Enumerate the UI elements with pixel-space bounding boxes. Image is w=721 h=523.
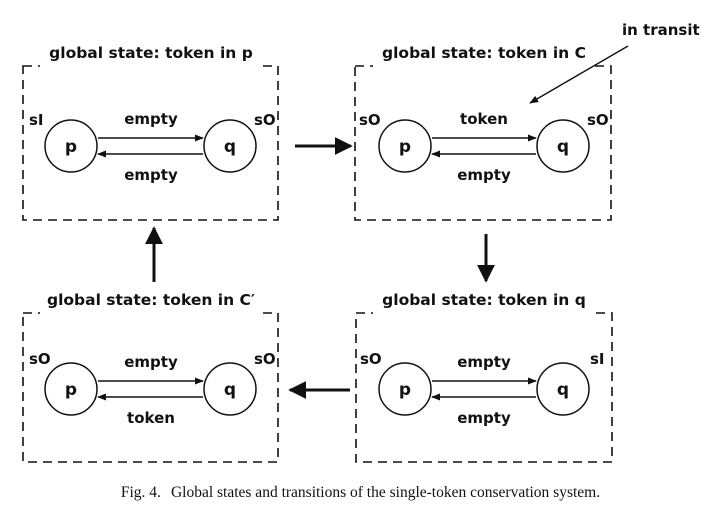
state-p: sO [359, 111, 381, 129]
node-q [203, 119, 257, 173]
node-p [44, 362, 98, 416]
channel-q-to-p-label: token [127, 409, 175, 427]
state-q: sO [587, 111, 609, 129]
state-q: sI [590, 350, 605, 368]
channel-p-to-q-label: empty [124, 110, 178, 128]
node-p [44, 119, 98, 173]
node-q [536, 119, 590, 173]
figure-number: Fig. 4. [120, 484, 161, 501]
node-p [378, 119, 432, 173]
node-q-label: q [224, 137, 236, 157]
node-p-label: p [65, 137, 77, 157]
channel-q-to-p-label: empty [124, 166, 178, 184]
figure-caption: Fig. 4. Global states and transitions of … [0, 484, 721, 502]
channel-q-to-p-label: empty [457, 409, 511, 427]
channel-q-to-p-label: empty [457, 166, 511, 184]
state-q: sO [254, 350, 276, 368]
node-p [378, 362, 432, 416]
channel-p-to-q-label: empty [457, 353, 511, 371]
node-q-label: q [557, 380, 569, 400]
panel-token-in-p: global state: token in p p q empty empty… [22, 42, 279, 221]
node-p-label: p [399, 380, 411, 400]
node-p-label: p [65, 380, 77, 400]
panel-title: global state: token in C [382, 44, 586, 62]
panel-token-in-c-prime: global state: token in C′ p q empty toke… [22, 289, 279, 463]
state-q: sO [254, 111, 276, 129]
panel-title: global state: token in C′ [47, 291, 255, 309]
caption-text: Global states and transitions of the sin… [170, 484, 601, 501]
panel-title: global state: token in q [382, 291, 586, 309]
state-p: sO [360, 350, 382, 368]
node-q [536, 362, 590, 416]
in-transit-pointer [529, 45, 629, 104]
panel-title: global state: token in p [49, 44, 253, 62]
node-q-label: q [224, 380, 236, 400]
panel-token-in-c: global state: token in C p q token empty… [354, 42, 612, 221]
node-p-label: p [399, 137, 411, 157]
state-p: sI [29, 111, 44, 129]
panel-token-in-q: global state: token in q p q empty empty… [355, 289, 613, 463]
node-q-label: q [557, 137, 569, 157]
in-transit-annotation: in transit [622, 21, 700, 39]
state-p: sO [29, 350, 51, 368]
channel-p-to-q-label: token [460, 110, 508, 128]
node-q [203, 362, 257, 416]
channel-p-to-q-label: empty [124, 353, 178, 371]
